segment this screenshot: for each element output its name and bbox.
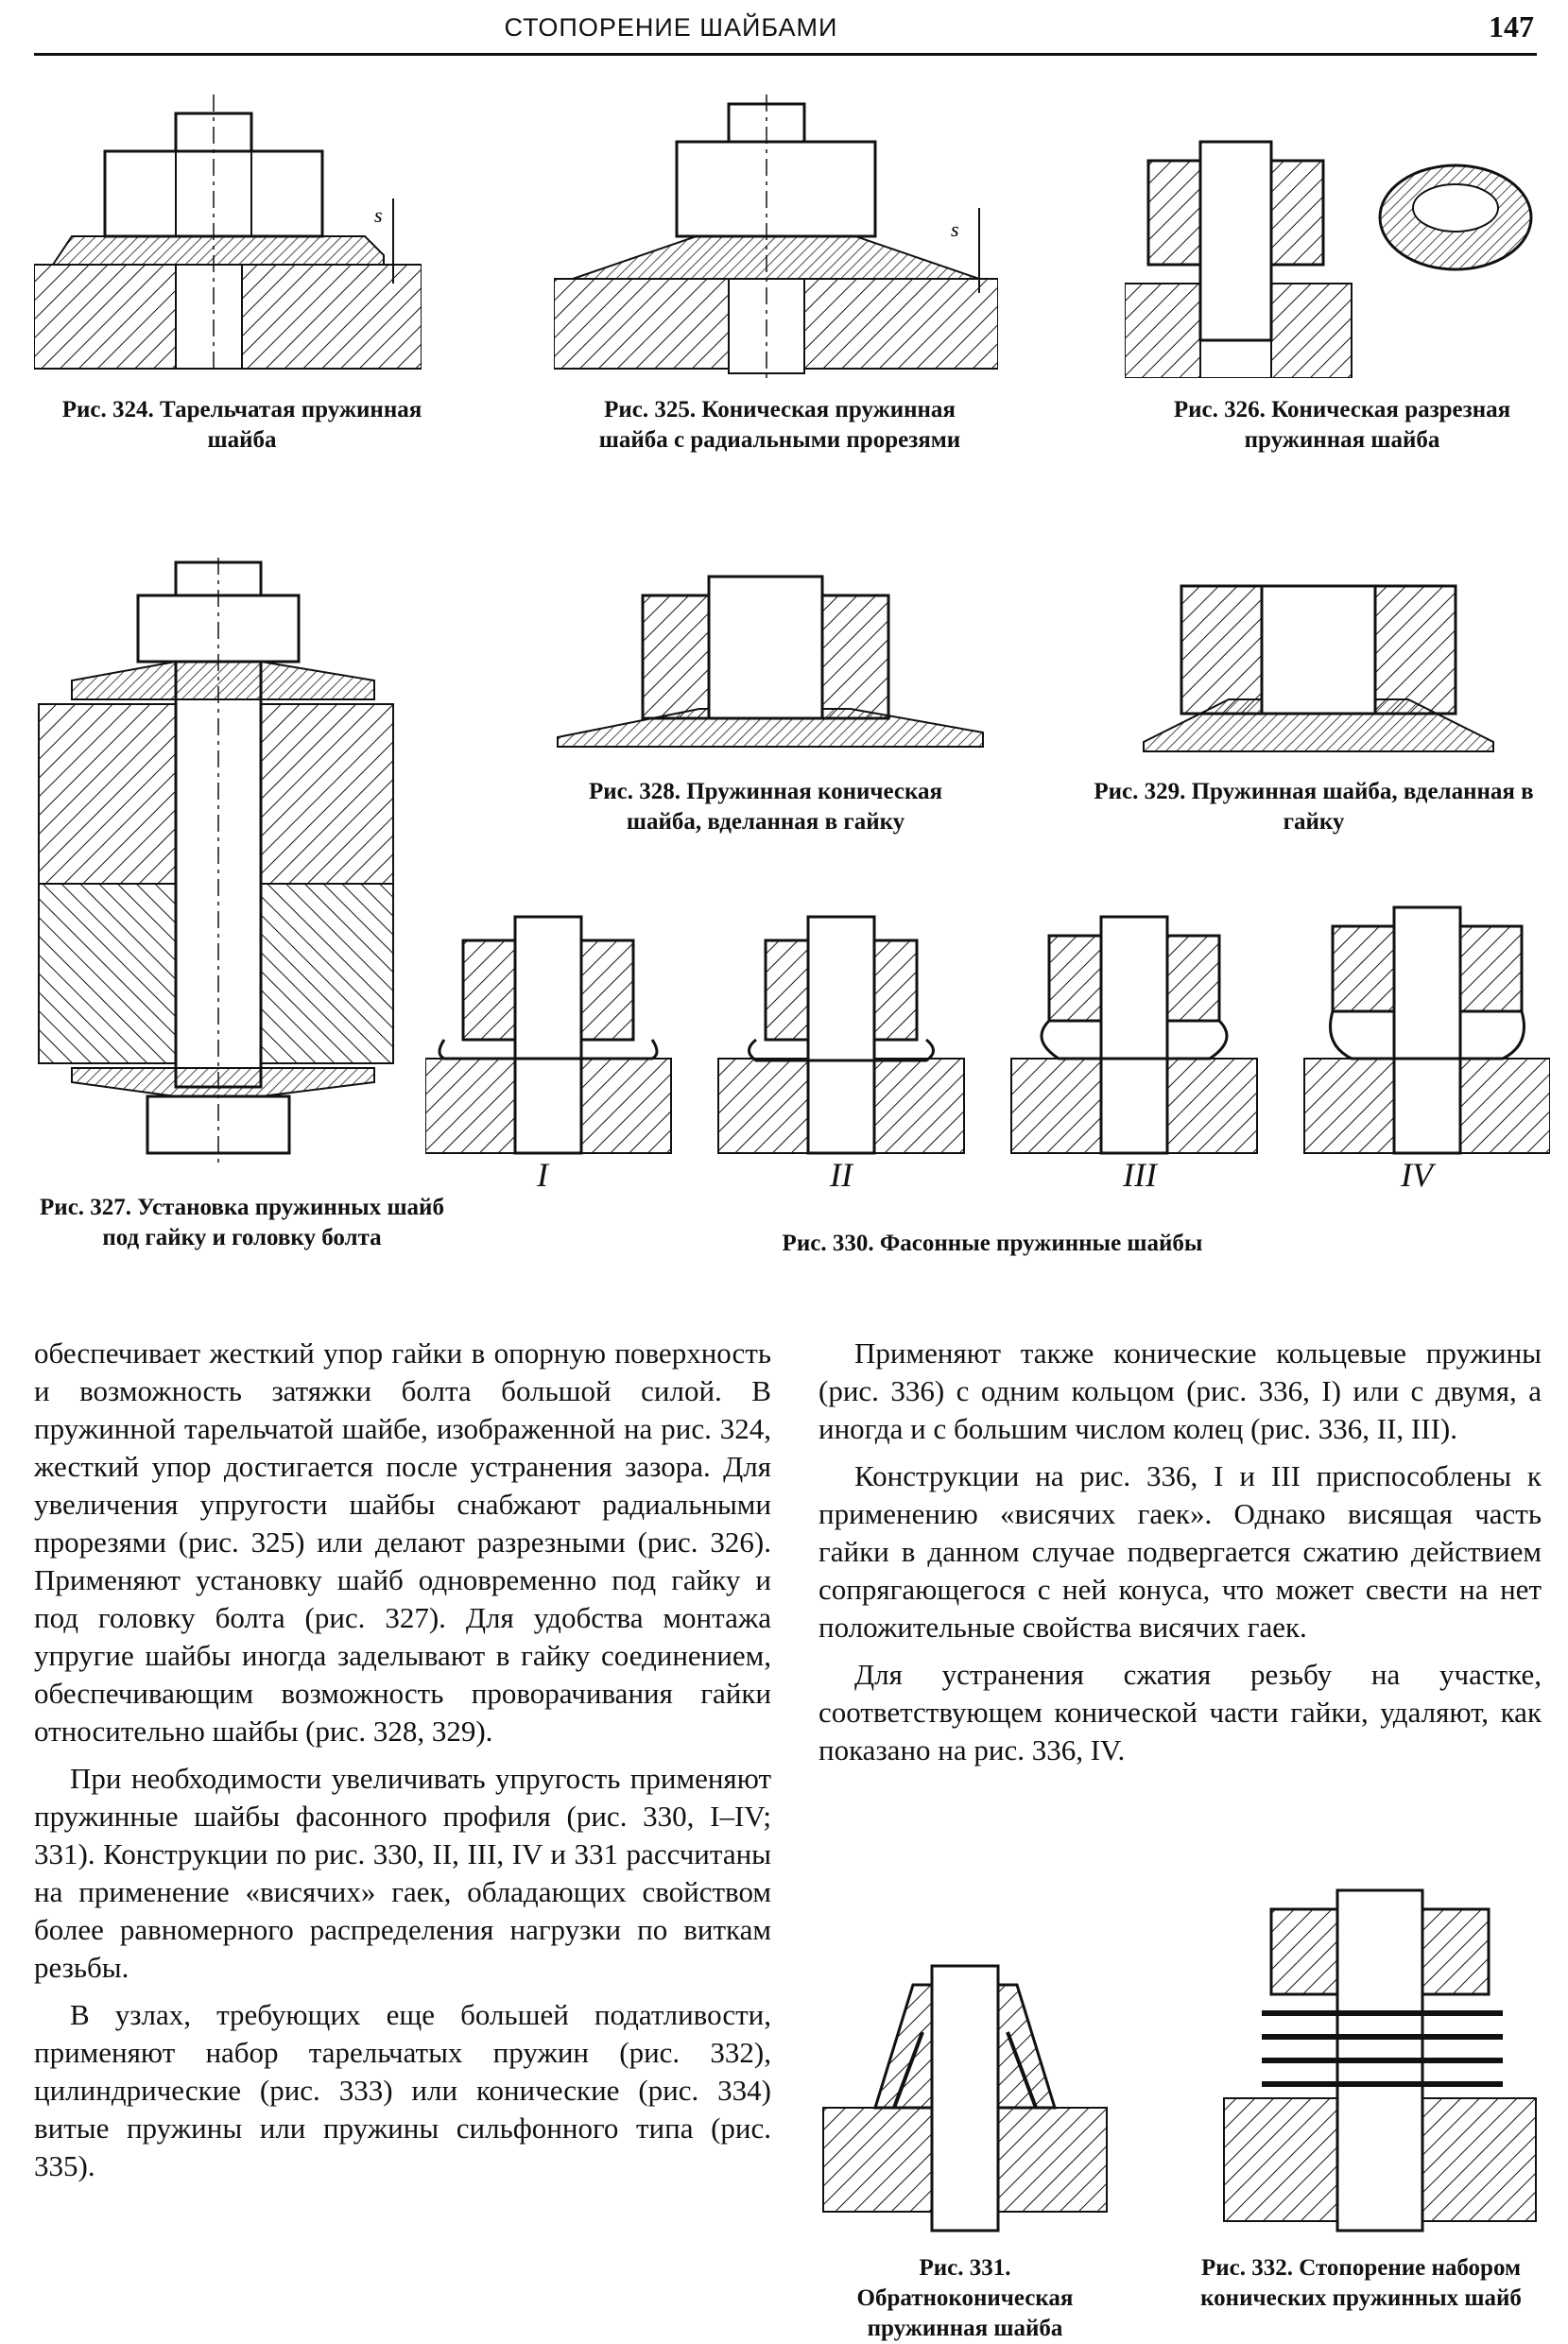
left-column: обеспечивает жесткий упор гайки в опорну… (34, 1335, 771, 2195)
paragraph: Конструкции на рис. 336, I и III приспос… (818, 1459, 1542, 1644)
caption-fig324: Рис. 324. Тарельчатая пружинная шайба (61, 397, 422, 453)
caption-fig326: Рис. 326. Коническая разрезная пружинная… (1173, 397, 1511, 453)
right-column: Применяют также конические кольцевые пру… (818, 1335, 1542, 1779)
figure-328 (557, 575, 984, 748)
caption-fig332: Рис. 332. Стопорение набором конических … (1200, 2255, 1522, 2311)
paragraph: Для устранения сжатия резьбу на участке,… (818, 1658, 1542, 1767)
figure-325: s (554, 95, 998, 378)
figure-331 (822, 1964, 1108, 2232)
fig330-label-1: I (537, 1156, 548, 1194)
header-rule (34, 53, 1537, 56)
figure-326 (1125, 140, 1533, 378)
fig330-variant-I (425, 915, 672, 1155)
s-label: s (951, 217, 959, 241)
running-header: СТОПОРЕНИЕ ШАЙБАМИ (504, 13, 838, 42)
fig330-label-4: IV (1401, 1156, 1433, 1194)
figure-330 (425, 905, 1550, 1155)
paragraph: обеспечивает жесткий упор гайки в опорну… (34, 1336, 771, 1748)
page-number: 147 (1489, 9, 1534, 43)
paragraph: В узлах, требующих еще большей податливо… (34, 1998, 771, 2182)
paragraph: При необходимости увеличивать упругость … (34, 1762, 771, 1984)
caption-fig325: Рис. 325. Коническая пружинная шайба с р… (598, 397, 961, 453)
caption-fig327: Рис. 327. Установка пружинных шайб под г… (40, 1195, 444, 1250)
fig330-variant-III (1010, 915, 1258, 1155)
caption-fig330: Рис. 330. Фасонные пружинные шайбы (782, 1231, 1203, 1256)
paragraph: Применяют также конические кольцевые пру… (818, 1336, 1542, 1445)
figure-329 (1143, 584, 1494, 752)
caption-fig329: Рис. 329. Пружинная шайба, вделанная в г… (1094, 779, 1534, 835)
fig330-variant-IV (1303, 905, 1550, 1155)
figure-324: s (34, 95, 422, 373)
fig330-variant-II (717, 915, 965, 1155)
figure-332 (1223, 1888, 1537, 2232)
caption-fig328: Рис. 328. Пружинная коническая шайба, вд… (588, 779, 943, 835)
figure-327 (38, 558, 394, 1163)
fig330-label-2: II (830, 1156, 853, 1194)
caption-fig331: Рис. 331. Обратноконическая пружинная ша… (856, 2255, 1074, 2341)
s-label: s (374, 203, 383, 227)
fig330-label-3: III (1123, 1156, 1157, 1194)
